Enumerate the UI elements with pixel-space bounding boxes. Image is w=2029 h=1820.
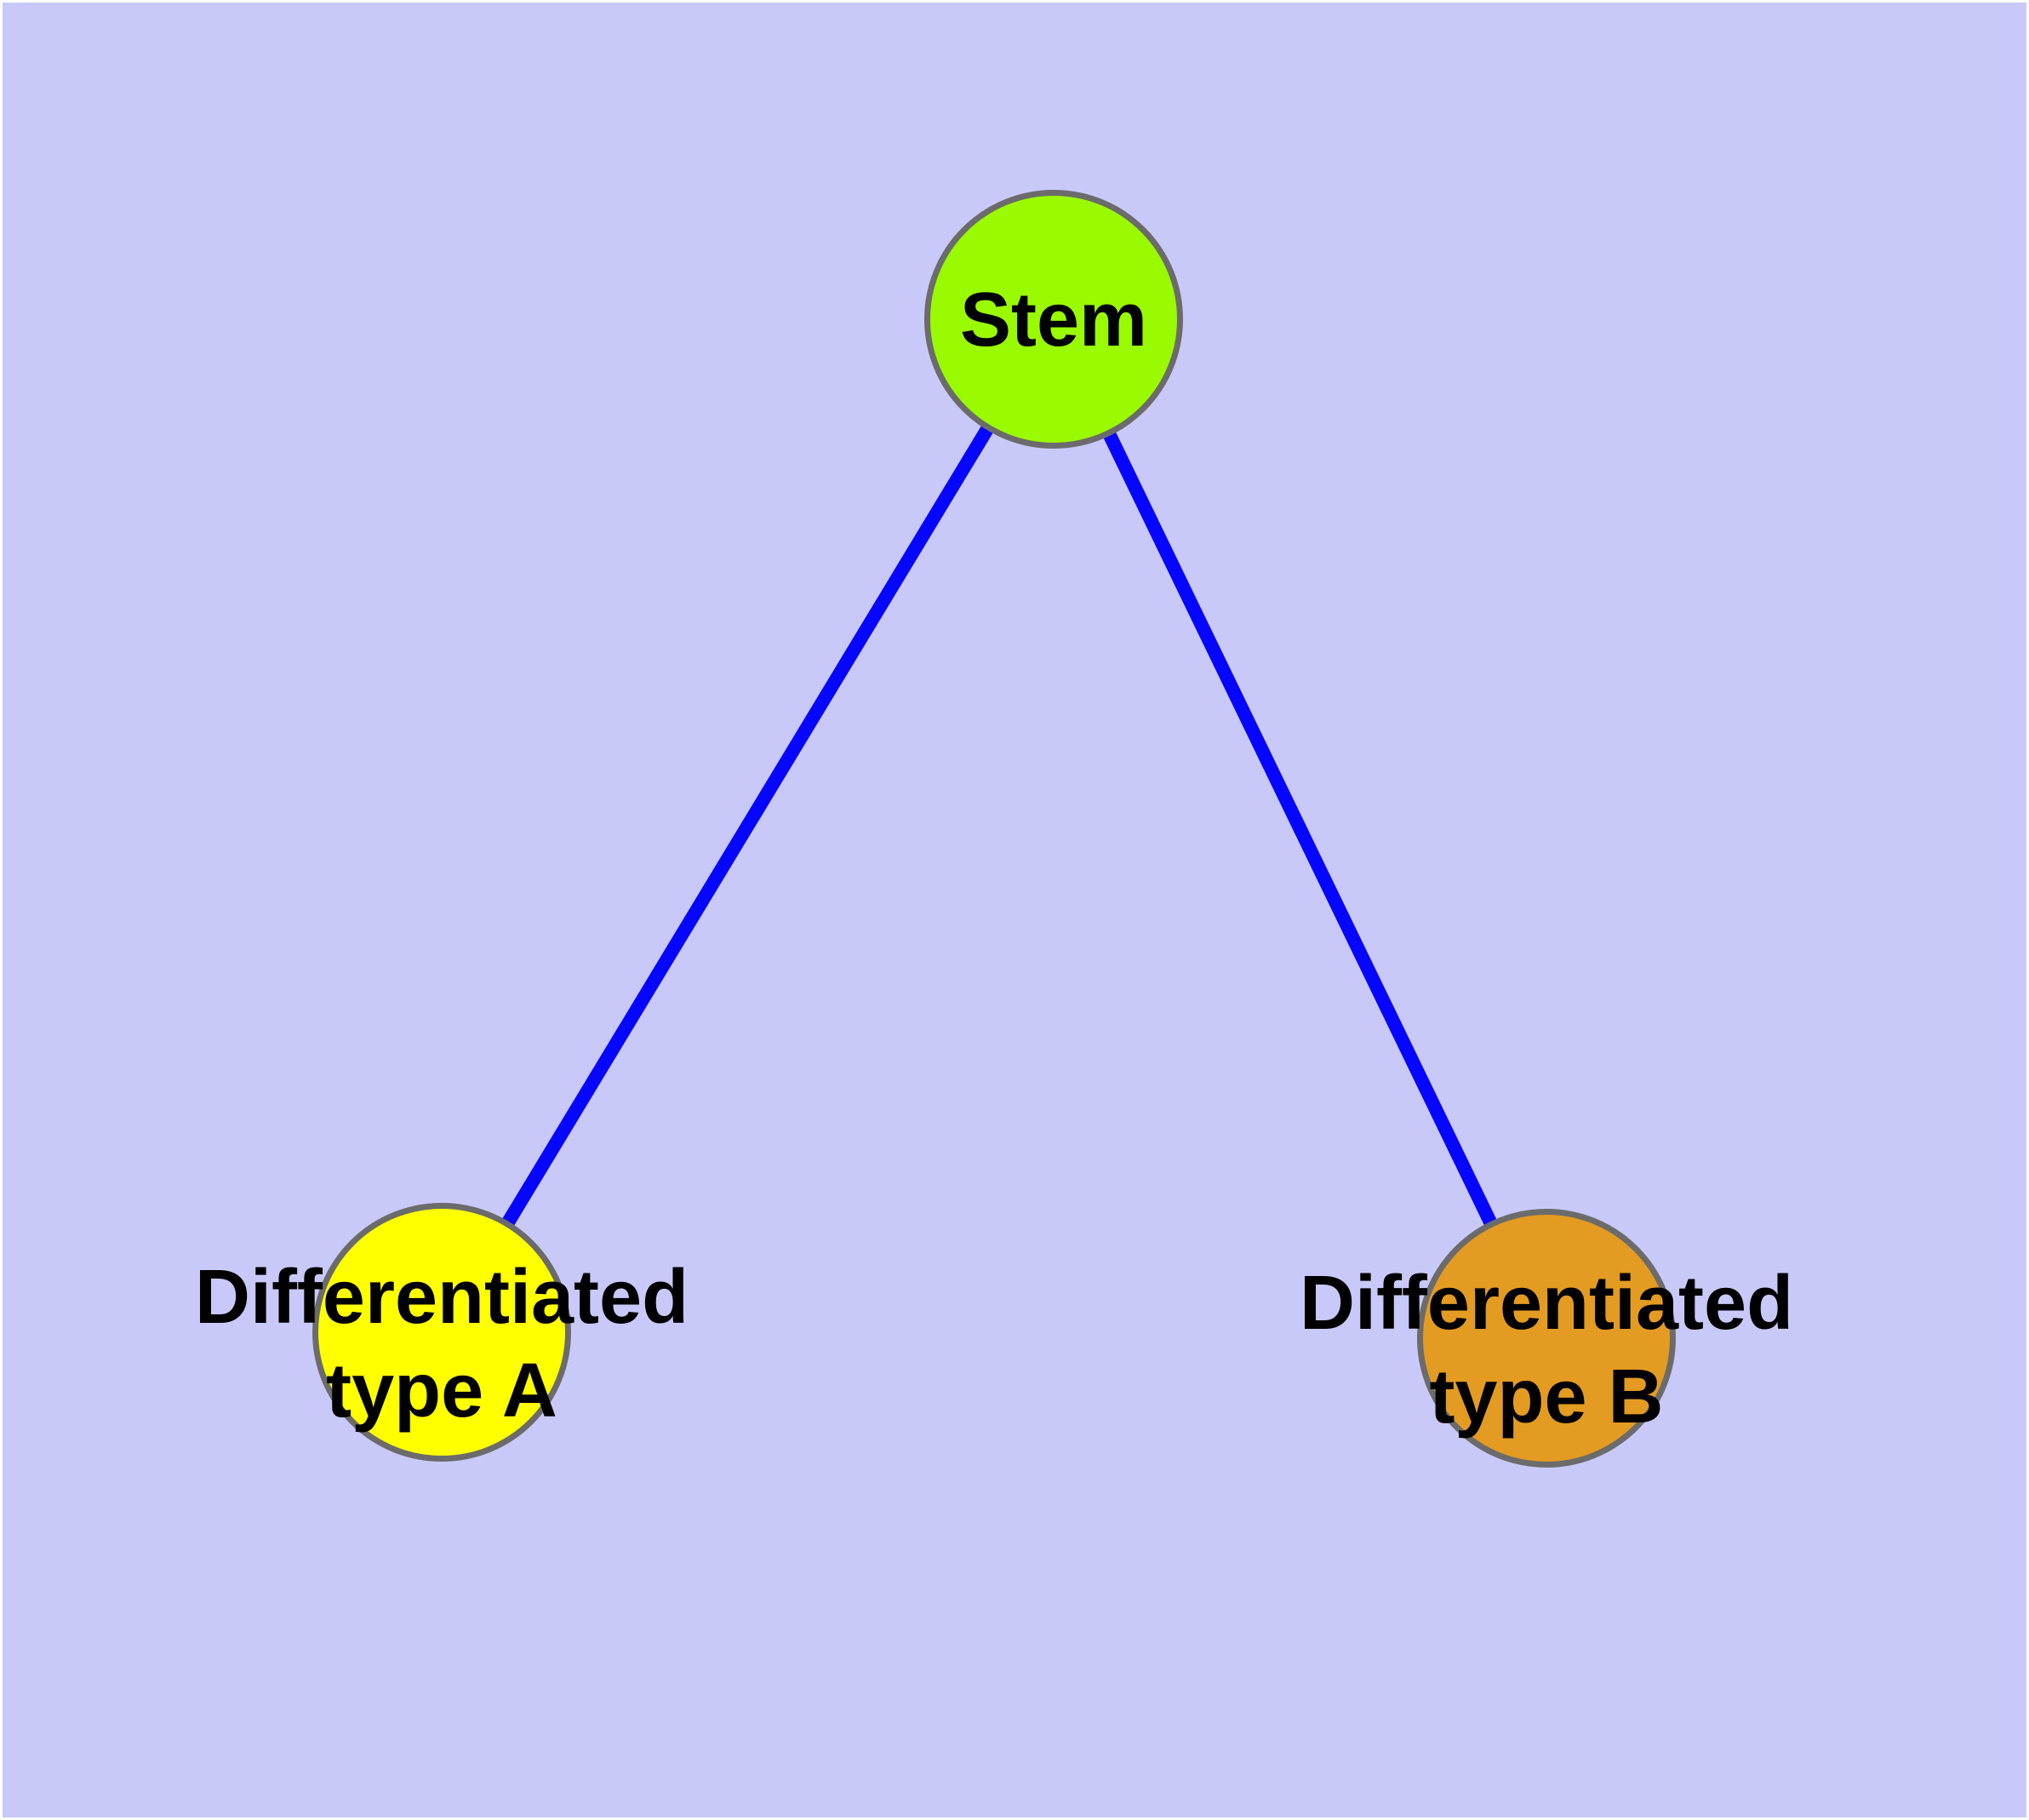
node-diff-b	[1417, 1209, 1676, 1468]
node-stem	[924, 190, 1183, 449]
node-diff-a	[312, 1203, 571, 1462]
label-line: type B	[1429, 1354, 1664, 1439]
label-line: Stem	[959, 278, 1148, 363]
edge-stem-to-type-b	[1047, 316, 1553, 1342]
node-stem-label: Stem	[960, 273, 1147, 367]
node-diff-b-label: Differentiated type B	[1300, 1256, 1793, 1444]
node-diff-a-label: Differentiated type A	[195, 1251, 689, 1438]
edge-stem-to-type-a	[436, 315, 1060, 1336]
label-line: Differentiated	[194, 1255, 689, 1340]
label-line: Differentiated	[1299, 1261, 1794, 1346]
label-line: type A	[326, 1348, 557, 1434]
